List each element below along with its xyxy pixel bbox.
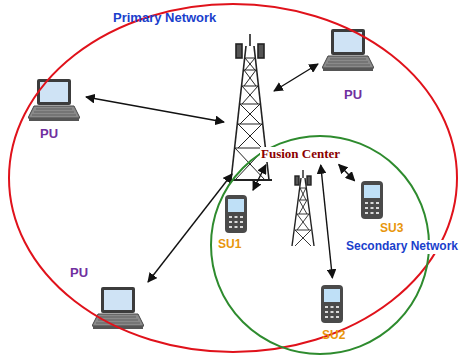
link-arrow <box>339 164 355 180</box>
phone-icon <box>225 195 247 233</box>
secondary-user: SU3 <box>356 178 406 238</box>
node-label: PU <box>70 266 88 281</box>
laptop-icon <box>92 287 144 329</box>
phone-icon <box>321 285 343 323</box>
fusion-center: Fusion Center <box>260 147 344 163</box>
node-label: Fusion Center <box>260 147 341 162</box>
node-label: SU2 <box>322 329 345 343</box>
laptop-icon <box>28 79 80 121</box>
link-arrow <box>253 165 266 190</box>
phone-icon <box>361 181 383 219</box>
node-label: SU3 <box>380 222 403 236</box>
secondary-network-region: Secondary NetworkFusion CenterSU1SU3SU2 <box>210 135 430 355</box>
primary-user: PU <box>68 264 146 334</box>
node-label: Secondary Network <box>345 240 459 254</box>
node-label: PU <box>344 88 362 103</box>
node-label: Primary Network <box>113 11 216 26</box>
laptop-icon <box>322 29 374 71</box>
primary-link <box>86 64 318 282</box>
secondary-user: SU2 <box>314 280 358 346</box>
node-label: PU <box>40 127 58 142</box>
node-label: SU1 <box>218 238 241 252</box>
fusion-tower <box>292 170 314 246</box>
primary-user: PU <box>26 74 84 144</box>
secondary-user: SU1 <box>214 192 258 256</box>
link-arrow <box>321 165 333 278</box>
primary-user: PU <box>318 24 376 108</box>
